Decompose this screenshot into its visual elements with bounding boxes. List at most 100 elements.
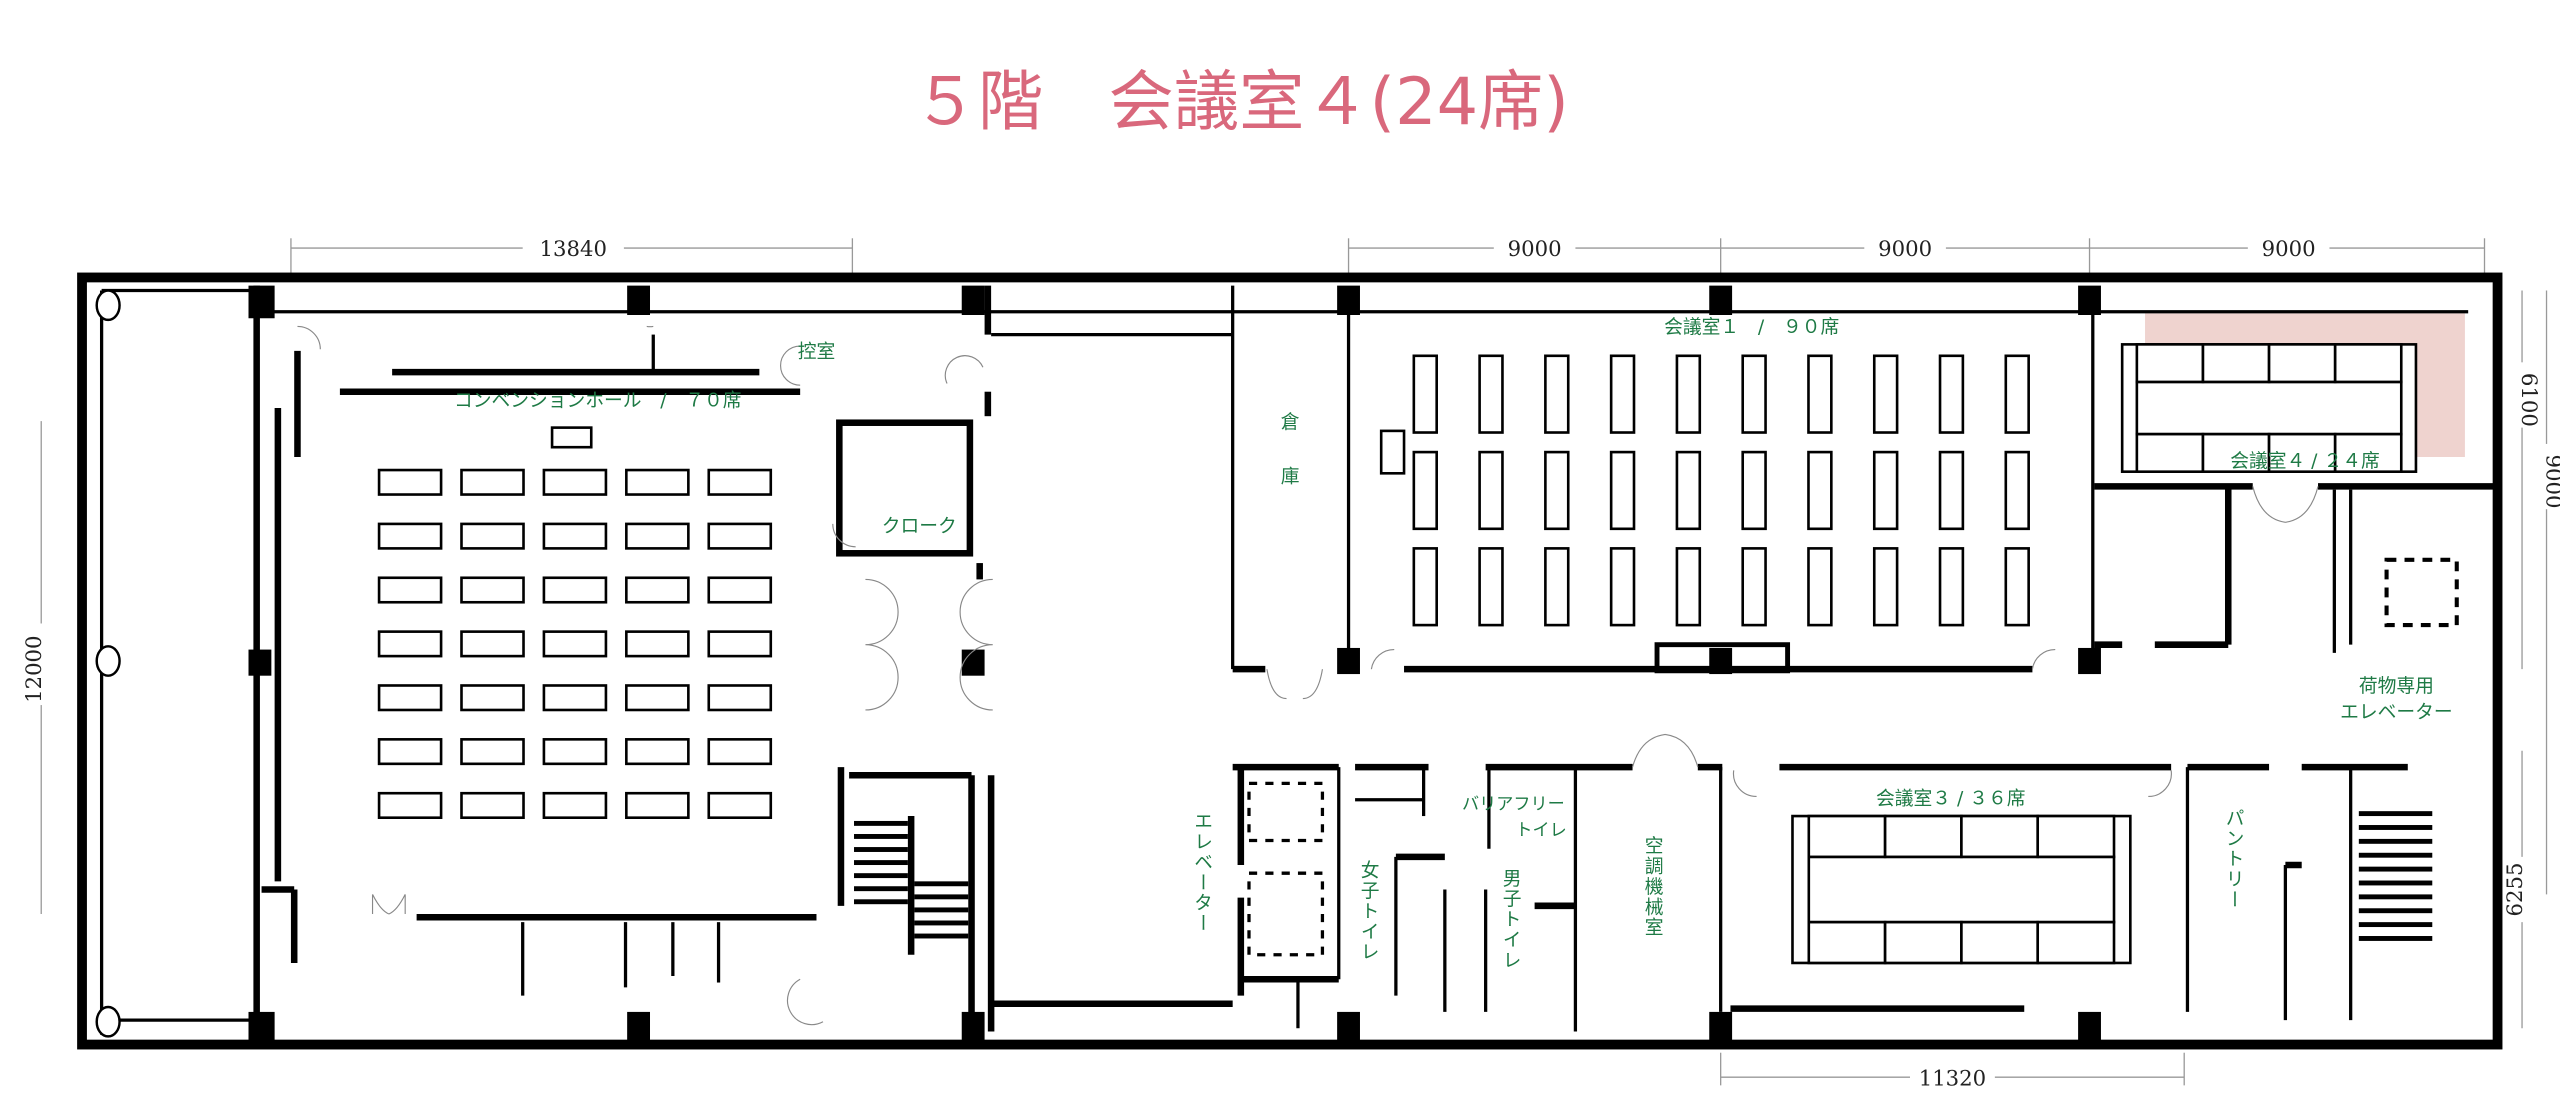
room1-table xyxy=(2004,547,2030,627)
hall-table xyxy=(542,576,608,604)
hall-table xyxy=(377,738,443,766)
stairs xyxy=(854,811,2433,941)
room1-table xyxy=(1807,354,1833,434)
hall-table xyxy=(625,738,690,766)
hall-table xyxy=(707,684,773,712)
label-freight-elevator-2: エレベーター xyxy=(2340,701,2452,723)
stair-step xyxy=(2358,936,2433,941)
room1-table xyxy=(1544,450,1570,531)
stair-step xyxy=(914,933,969,939)
stair-step xyxy=(2358,811,2433,817)
stair-step xyxy=(914,920,969,926)
room1-table xyxy=(1938,354,1965,434)
hall-table xyxy=(377,791,443,819)
hall-table xyxy=(542,630,608,658)
stair-step xyxy=(2358,880,2433,886)
meeting-room-3-table xyxy=(1791,814,2132,965)
room4-seat xyxy=(2333,432,2403,473)
dimension-6255: 6255 xyxy=(2503,863,2528,917)
room4-seat xyxy=(2135,432,2205,473)
hall-table xyxy=(460,522,525,550)
room4-seat xyxy=(2333,343,2403,384)
room1-table xyxy=(1872,547,1899,627)
room1-table xyxy=(1478,354,1504,434)
room3-seat xyxy=(1960,920,2040,965)
walls xyxy=(77,272,2503,1050)
hall-table xyxy=(542,684,608,712)
label-mechanical-room: 空調機械室 xyxy=(1642,835,1663,937)
stair-step xyxy=(854,860,908,866)
page-title: ５階 会議室４(24席) xyxy=(913,64,1569,140)
hall-table xyxy=(377,630,443,658)
hall-table xyxy=(460,630,525,658)
label-barrier-free-1: バリアフリー xyxy=(1462,795,1565,815)
room1-table xyxy=(2004,354,2030,434)
hall-table xyxy=(460,791,525,819)
stair-step xyxy=(854,886,908,892)
room1-table xyxy=(1675,547,1702,627)
room1-table xyxy=(1412,547,1438,627)
dimension-6100: 6100 xyxy=(2516,373,2541,427)
dimension-9000-3: 9000 xyxy=(2262,237,2316,262)
hall-table xyxy=(707,738,773,766)
stair-step xyxy=(2358,922,2433,928)
room1-lectern xyxy=(1379,429,1406,475)
stair-step xyxy=(854,873,908,879)
room1-table xyxy=(1872,354,1899,434)
structural-columns xyxy=(248,285,2101,1042)
hall-table xyxy=(707,576,773,604)
hall-table xyxy=(460,738,525,766)
stair-step xyxy=(854,899,908,905)
stair-step xyxy=(2358,838,2433,844)
room1-table xyxy=(1412,354,1438,434)
room1-table xyxy=(1938,450,1965,531)
hall-table xyxy=(377,522,443,550)
hall-podium xyxy=(550,426,593,449)
hall-table xyxy=(460,684,525,712)
room1-table xyxy=(1609,450,1636,531)
room1-table xyxy=(1609,354,1636,434)
hall-table xyxy=(377,468,443,496)
hall-table xyxy=(625,630,690,658)
hall-table xyxy=(542,738,608,766)
stair-step xyxy=(854,834,908,839)
hall-table xyxy=(460,468,525,496)
dimension-9000-2: 9000 xyxy=(1878,237,1932,262)
label-cloak: クローク xyxy=(882,515,957,537)
hall-table xyxy=(625,684,690,712)
room3-table-center xyxy=(1807,855,2116,924)
label-meeting-room-4: 会議室４ / ２４席 xyxy=(2230,450,2380,472)
hall-table xyxy=(707,630,773,658)
hall-stairs xyxy=(907,775,975,1032)
room1-table xyxy=(1741,450,1767,531)
room3-seat xyxy=(2036,920,2116,965)
hall-table xyxy=(460,576,525,604)
dimension-13840: 13840 xyxy=(540,237,607,262)
room1-table xyxy=(1807,547,1833,627)
room1-table xyxy=(1609,547,1636,627)
room1-table xyxy=(1675,354,1702,434)
hall-table xyxy=(707,522,773,550)
dimension-9000-right: 9000 xyxy=(2541,454,2560,508)
label-elevator: エレベーター xyxy=(1191,811,1212,933)
stair-step xyxy=(2358,852,2433,858)
stair-step xyxy=(854,847,908,852)
room1-table xyxy=(1544,354,1570,434)
dimension-9000-1: 9000 xyxy=(1508,237,1562,262)
room1-table xyxy=(1741,354,1767,434)
hall-table xyxy=(377,684,443,712)
hall-table xyxy=(542,791,608,819)
room4-seat xyxy=(2267,432,2337,473)
hall-table xyxy=(707,468,773,496)
room3-seat xyxy=(2036,814,2116,859)
room1-table xyxy=(1544,547,1570,627)
stair-step xyxy=(914,894,969,900)
stair-step xyxy=(2358,894,2433,900)
hall-table xyxy=(707,791,773,819)
stair-step xyxy=(854,820,908,826)
label-convention-hall: コンベンションホール / ７０席 xyxy=(454,389,742,411)
room1-table xyxy=(1872,450,1899,531)
convention-hall-tables xyxy=(377,468,773,819)
room1-table xyxy=(1807,450,1833,531)
